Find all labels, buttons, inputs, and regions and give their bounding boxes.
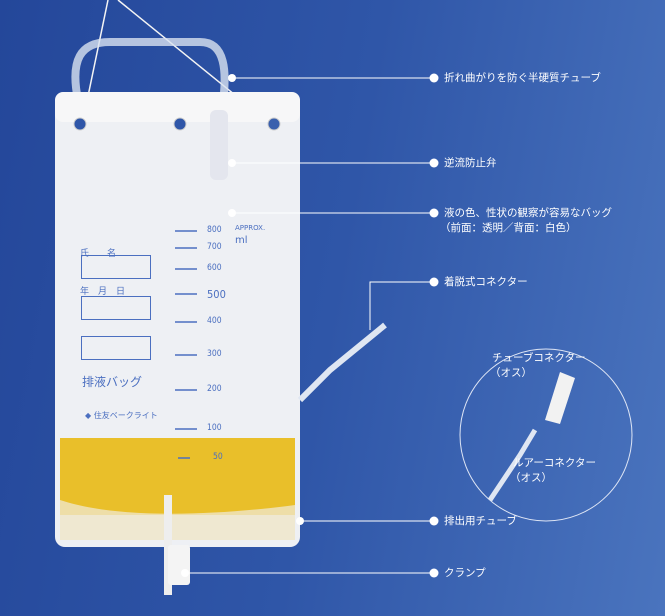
unit-ml: ml [235, 235, 248, 246]
graduation-label: 600 [207, 263, 222, 273]
inset-top-label: チューブコネクター [492, 352, 586, 364]
connector-inset [459, 348, 633, 522]
brand-name: 住友ベークライト [93, 411, 158, 420]
inset-bottom-sub: （オス） [510, 472, 552, 484]
graduation-label: 500 [207, 288, 226, 301]
callout-detachable-connector: 着脱式コネクター [444, 276, 528, 288]
graduation-label: 300 [207, 349, 222, 359]
graduation-label: 100 [207, 423, 222, 433]
check-valve [210, 110, 228, 180]
graduation-label: 400 [207, 316, 222, 326]
callout-drain-tube: 排出用チューブ [444, 515, 517, 527]
inset-top-sub: （オス） [490, 367, 532, 379]
graduation-label: 200 [207, 384, 222, 394]
date-box [81, 296, 151, 320]
clamp [168, 545, 190, 585]
semi-rigid-tube [71, 38, 229, 111]
luer-connector-male [487, 428, 538, 502]
graduation-label: 800 [207, 225, 222, 235]
bag-body [55, 92, 300, 547]
graduation-label: 50 [213, 452, 223, 462]
callout-clamp: クランプ [444, 567, 486, 579]
date-field-label: 年 月 日 [80, 287, 126, 297]
graduation-label: 700 [207, 242, 222, 252]
tube-connector-male [545, 372, 575, 424]
name-field-label: 氏 名 [80, 249, 117, 259]
callout-bag: 液の色、性状の観察が容易なバッグ [444, 207, 612, 219]
blank-box [81, 336, 151, 360]
inset-bottom-label: ルアーコネクター [513, 457, 596, 469]
product-name: 排液バッグ [82, 375, 143, 389]
name-box [81, 255, 151, 279]
brand-logo: ◆ 住友ベークライト [85, 411, 158, 420]
detachable-connector [297, 322, 387, 403]
callout-check-valve: 逆流防止弁 [444, 157, 497, 169]
unit-approx: APPROX. [235, 224, 266, 232]
liquid-fill [60, 438, 295, 515]
callout-semi-rigid-tube: 折れ曲がりを防ぐ半硬質チューブ [444, 72, 601, 84]
callout-bag-sub: （前面：透明／背面：白色） [440, 222, 577, 234]
drain-tube [164, 495, 172, 595]
